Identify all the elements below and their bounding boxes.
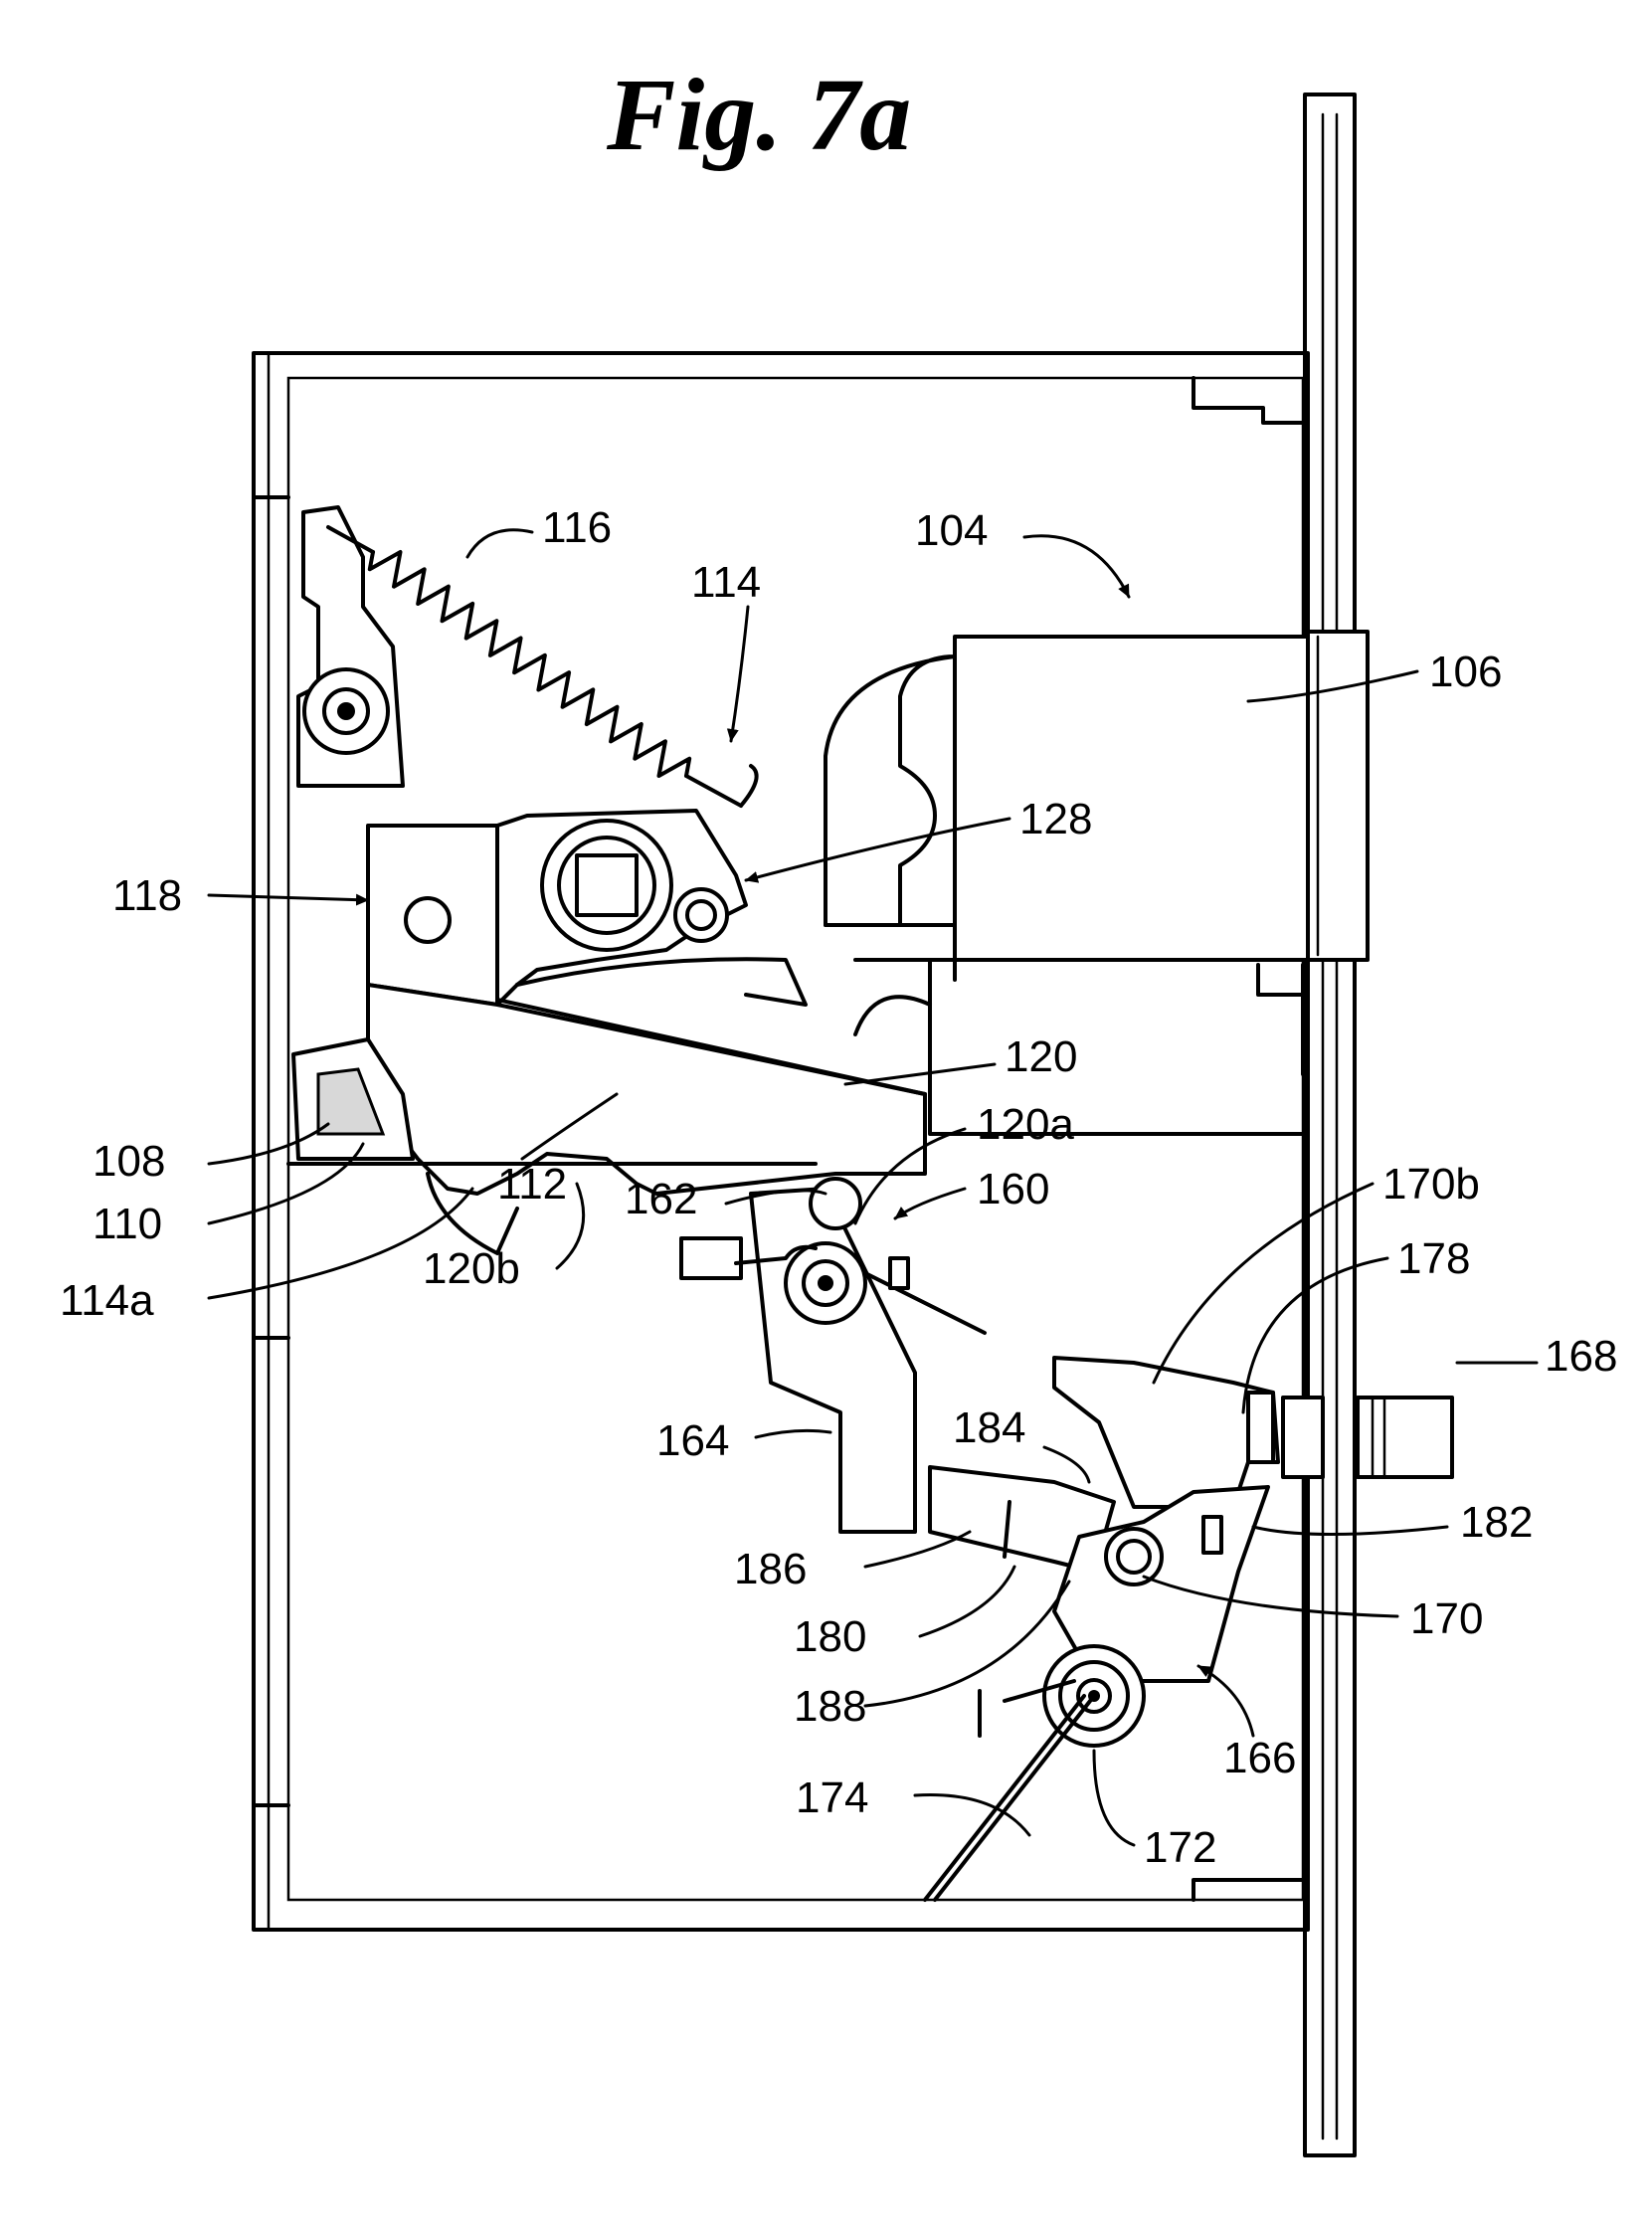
label-174: 174 [796, 1773, 868, 1822]
label-188: 188 [794, 1682, 866, 1731]
label-106: 106 [1429, 648, 1502, 696]
label-118: 118 [112, 871, 182, 920]
label-184: 184 [953, 1403, 1025, 1452]
label-170: 170 [1410, 1594, 1483, 1643]
label-160: 160 [977, 1165, 1049, 1213]
faceplate [1305, 94, 1355, 2155]
label-120a: 120a [977, 1100, 1074, 1149]
label-128: 128 [1019, 795, 1092, 843]
label-114a: 114a [60, 1276, 154, 1325]
label-108: 108 [92, 1137, 165, 1186]
label-186: 186 [734, 1545, 807, 1593]
label-170b: 170b [1382, 1160, 1480, 1209]
label-180: 180 [794, 1612, 866, 1661]
label-168: 168 [1545, 1332, 1617, 1381]
deadbolt-assembly [826, 632, 1368, 980]
label-120: 120 [1005, 1032, 1077, 1081]
label-116: 116 [542, 503, 612, 552]
roller-bracket [298, 507, 403, 786]
label-120b: 120b [423, 1244, 520, 1293]
label-114: 114 [691, 558, 761, 607]
label-178: 178 [1397, 1234, 1470, 1283]
label-172: 172 [1144, 1823, 1216, 1872]
label-166: 166 [1223, 1734, 1296, 1782]
label-164: 164 [656, 1416, 729, 1465]
label-104: 104 [915, 506, 988, 555]
label-112: 112 [497, 1160, 567, 1209]
lever-hub [368, 811, 806, 1005]
label-110: 110 [92, 1200, 162, 1248]
figure-title: Fig. 7a [606, 58, 911, 172]
label-182: 182 [1460, 1498, 1533, 1547]
label-162: 162 [625, 1175, 697, 1223]
